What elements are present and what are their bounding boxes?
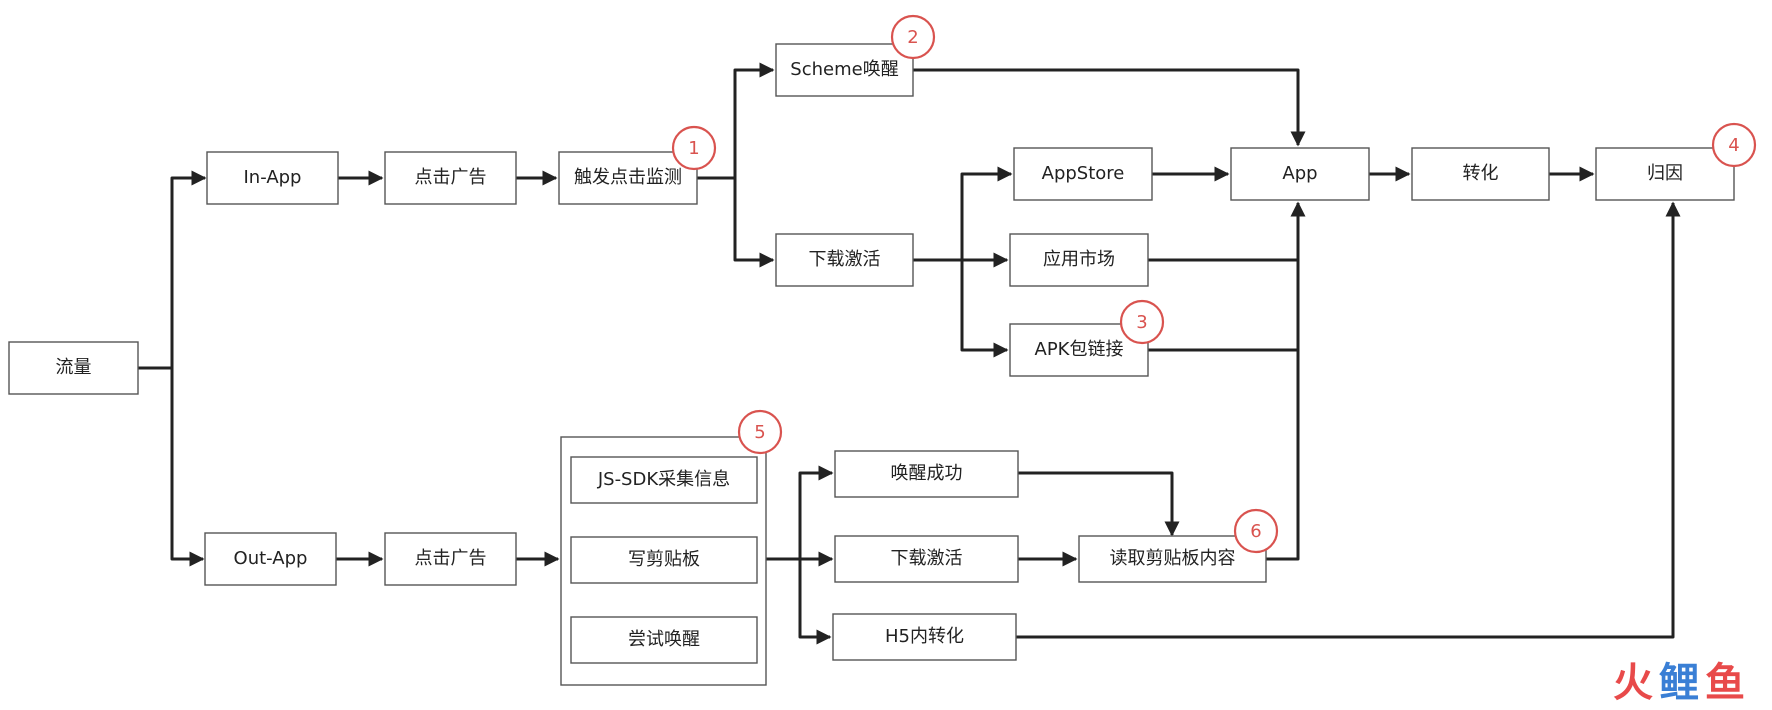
- node-click-ad-out: 点击广告: [384, 532, 517, 586]
- edge-trigger-to-download: [733, 178, 775, 268]
- node-h5-conversion-label: H5内转化: [885, 626, 964, 647]
- node-appstore: AppStore: [1013, 147, 1153, 201]
- node-app-market-label: 应用市场: [1043, 249, 1115, 270]
- node-write-clipboard-label: 写剪贴板: [628, 549, 700, 570]
- edge-h5-to-attribution: [1016, 201, 1681, 639]
- node-read-clipboard: 读取剪贴板内容: [1078, 535, 1267, 583]
- node-traffic: 流量: [8, 341, 139, 395]
- edge-group-to-wakeup-success: [766, 465, 834, 561]
- node-wakeup-success-label: 唤醒成功: [891, 463, 963, 484]
- node-try-wakeup-label: 尝试唤醒: [628, 629, 700, 650]
- badge-5: 5: [737, 409, 783, 455]
- edge-download-to-apk: [960, 260, 1009, 358]
- node-app-label: App: [1282, 163, 1317, 184]
- node-out-app: Out-App: [204, 532, 337, 586]
- badge-2-label: 2: [907, 27, 918, 48]
- node-download-activate-out-label: 下载激活: [891, 548, 963, 569]
- node-apk-link-label: APK包链接: [1035, 339, 1124, 360]
- badge-4: 4: [1711, 122, 1757, 168]
- node-trigger-click-monitor: 触发点击监测: [558, 151, 698, 205]
- node-appstore-label: AppStore: [1042, 163, 1125, 184]
- node-try-wakeup: 尝试唤醒: [570, 616, 758, 664]
- node-app-market: 应用市场: [1009, 233, 1149, 287]
- badge-6-label: 6: [1250, 521, 1261, 542]
- node-conversion-label: 转化: [1463, 163, 1499, 184]
- badge-3: 3: [1119, 299, 1165, 345]
- node-attribution-label: 归因: [1647, 163, 1683, 184]
- node-apk-link: APK包链接: [1009, 323, 1149, 377]
- badge-1-label: 1: [688, 138, 699, 159]
- edge-traffic-to-out-app: [170, 368, 205, 567]
- node-conversion: 转化: [1411, 147, 1550, 201]
- edge-read-clipboard-to-app: [1266, 201, 1306, 561]
- badge-6: 6: [1233, 508, 1279, 554]
- node-click-ad-in: 点击广告: [384, 151, 517, 205]
- edge-group-to-h5: [798, 559, 832, 645]
- node-download-activate-in-label: 下载激活: [809, 249, 881, 270]
- badge-3-label: 3: [1136, 312, 1147, 333]
- node-traffic-label: 流量: [56, 357, 92, 378]
- edge-trigger-to-scheme: [697, 62, 775, 180]
- node-out-app-label: Out-App: [234, 548, 308, 569]
- node-read-clipboard-label: 读取剪贴板内容: [1110, 548, 1236, 569]
- badge-2: 2: [890, 14, 936, 60]
- node-scheme-wakeup: Scheme唤醒: [775, 43, 914, 97]
- node-h5-conversion: H5内转化: [832, 613, 1017, 661]
- node-js-sdk-label: JS-SDK采集信息: [597, 469, 730, 490]
- watermark-logo: 火 鲤 鱼: [1613, 660, 1745, 706]
- node-js-sdk: JS-SDK采集信息: [570, 456, 758, 504]
- badge-1: 1: [671, 125, 717, 171]
- watermark-char-2: 鲤: [1659, 660, 1699, 706]
- edges: [138, 62, 1681, 645]
- node-download-activate-in: 下载激活: [775, 233, 914, 287]
- node-click-ad-out-label: 点击广告: [415, 548, 487, 569]
- node-scheme-wakeup-label: Scheme唤醒: [790, 59, 898, 80]
- node-trigger-click-monitor-label: 触发点击监测: [574, 167, 682, 188]
- node-in-app-label: In-App: [244, 167, 302, 188]
- watermark-char-3: 鱼: [1705, 660, 1745, 706]
- node-click-ad-in-label: 点击广告: [415, 167, 487, 188]
- edge-wakeup-to-read-clipboard: [1018, 471, 1180, 537]
- edge-traffic-to-in-app: [138, 170, 207, 370]
- node-write-clipboard: 写剪贴板: [570, 536, 758, 584]
- node-attribution: 归因: [1595, 147, 1735, 201]
- badge-4-label: 4: [1728, 135, 1739, 156]
- edge-scheme-to-app: [913, 68, 1306, 147]
- edge-download-to-appstore: [913, 166, 1013, 262]
- node-wakeup-success: 唤醒成功: [834, 450, 1019, 498]
- node-in-app: In-App: [206, 151, 339, 205]
- badge-5-label: 5: [754, 422, 765, 443]
- node-download-activate-out: 下载激活: [834, 535, 1019, 583]
- node-app: App: [1230, 147, 1370, 201]
- watermark-char-1: 火: [1613, 660, 1653, 706]
